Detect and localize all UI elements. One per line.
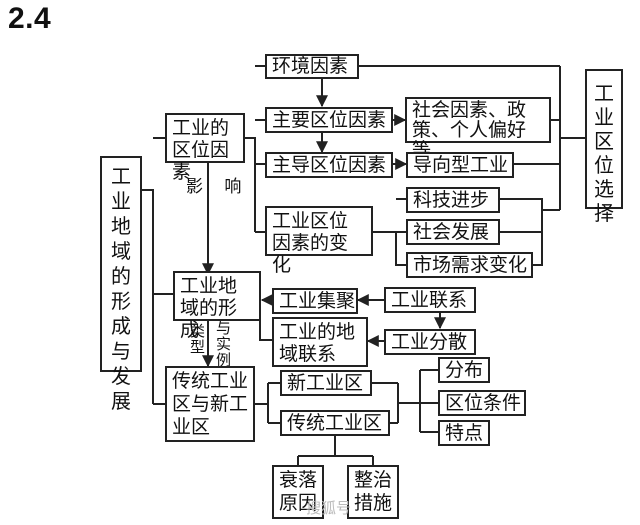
tech-progress-node: 科技进步 <box>406 187 500 213</box>
oriented-industry-node: 导向型工业 <box>406 152 514 178</box>
market-change-node: 市场需求变化 <box>406 252 533 278</box>
root-node: 工业地域的形成与发展 <box>100 156 142 413</box>
regional-link-node: 工业的地域联系 <box>272 317 368 367</box>
type-label: 类型 <box>190 322 206 356</box>
distribution-node: 分布 <box>438 357 490 383</box>
decline-node: 衰落原因 <box>272 465 324 519</box>
trad-new-zone-node: 传统工业区与新工业区 <box>165 366 255 442</box>
location-factors-node: 工业的区位因素 <box>165 113 245 183</box>
factor-change-node: 工业区位因素的变化 <box>265 206 373 276</box>
linkage-node: 工业联系 <box>384 287 476 313</box>
leading-factors-node: 主导区位因素 <box>265 152 393 178</box>
formation-node: 工业地域的形成 <box>173 271 261 341</box>
trad-zone-node: 传统工业区 <box>280 410 390 436</box>
and-example-label: 与实例 <box>216 319 232 369</box>
social-dev-node: 社会发展 <box>406 219 500 245</box>
influence-label: 影 响 <box>186 177 250 197</box>
social-policy-node: 社会因素、政策、个人偏好等 <box>405 97 551 160</box>
new-zone-node: 新工业区 <box>280 370 372 396</box>
dispersion-node: 工业分散 <box>384 329 476 355</box>
env-factors-node: 环境因素 <box>265 54 359 79</box>
location-choice-node: 工业区位选择 <box>585 69 623 225</box>
conditions-node: 区位条件 <box>438 390 526 416</box>
features-node: 特点 <box>438 420 490 446</box>
agglomeration-node: 工业集聚 <box>272 288 358 314</box>
section-number: 2.4 <box>8 2 52 35</box>
watermark: 搜狐号 <box>306 499 352 517</box>
remedy-node: 整治措施 <box>347 465 399 519</box>
main-factors-node: 主要区位因素 <box>265 107 393 133</box>
